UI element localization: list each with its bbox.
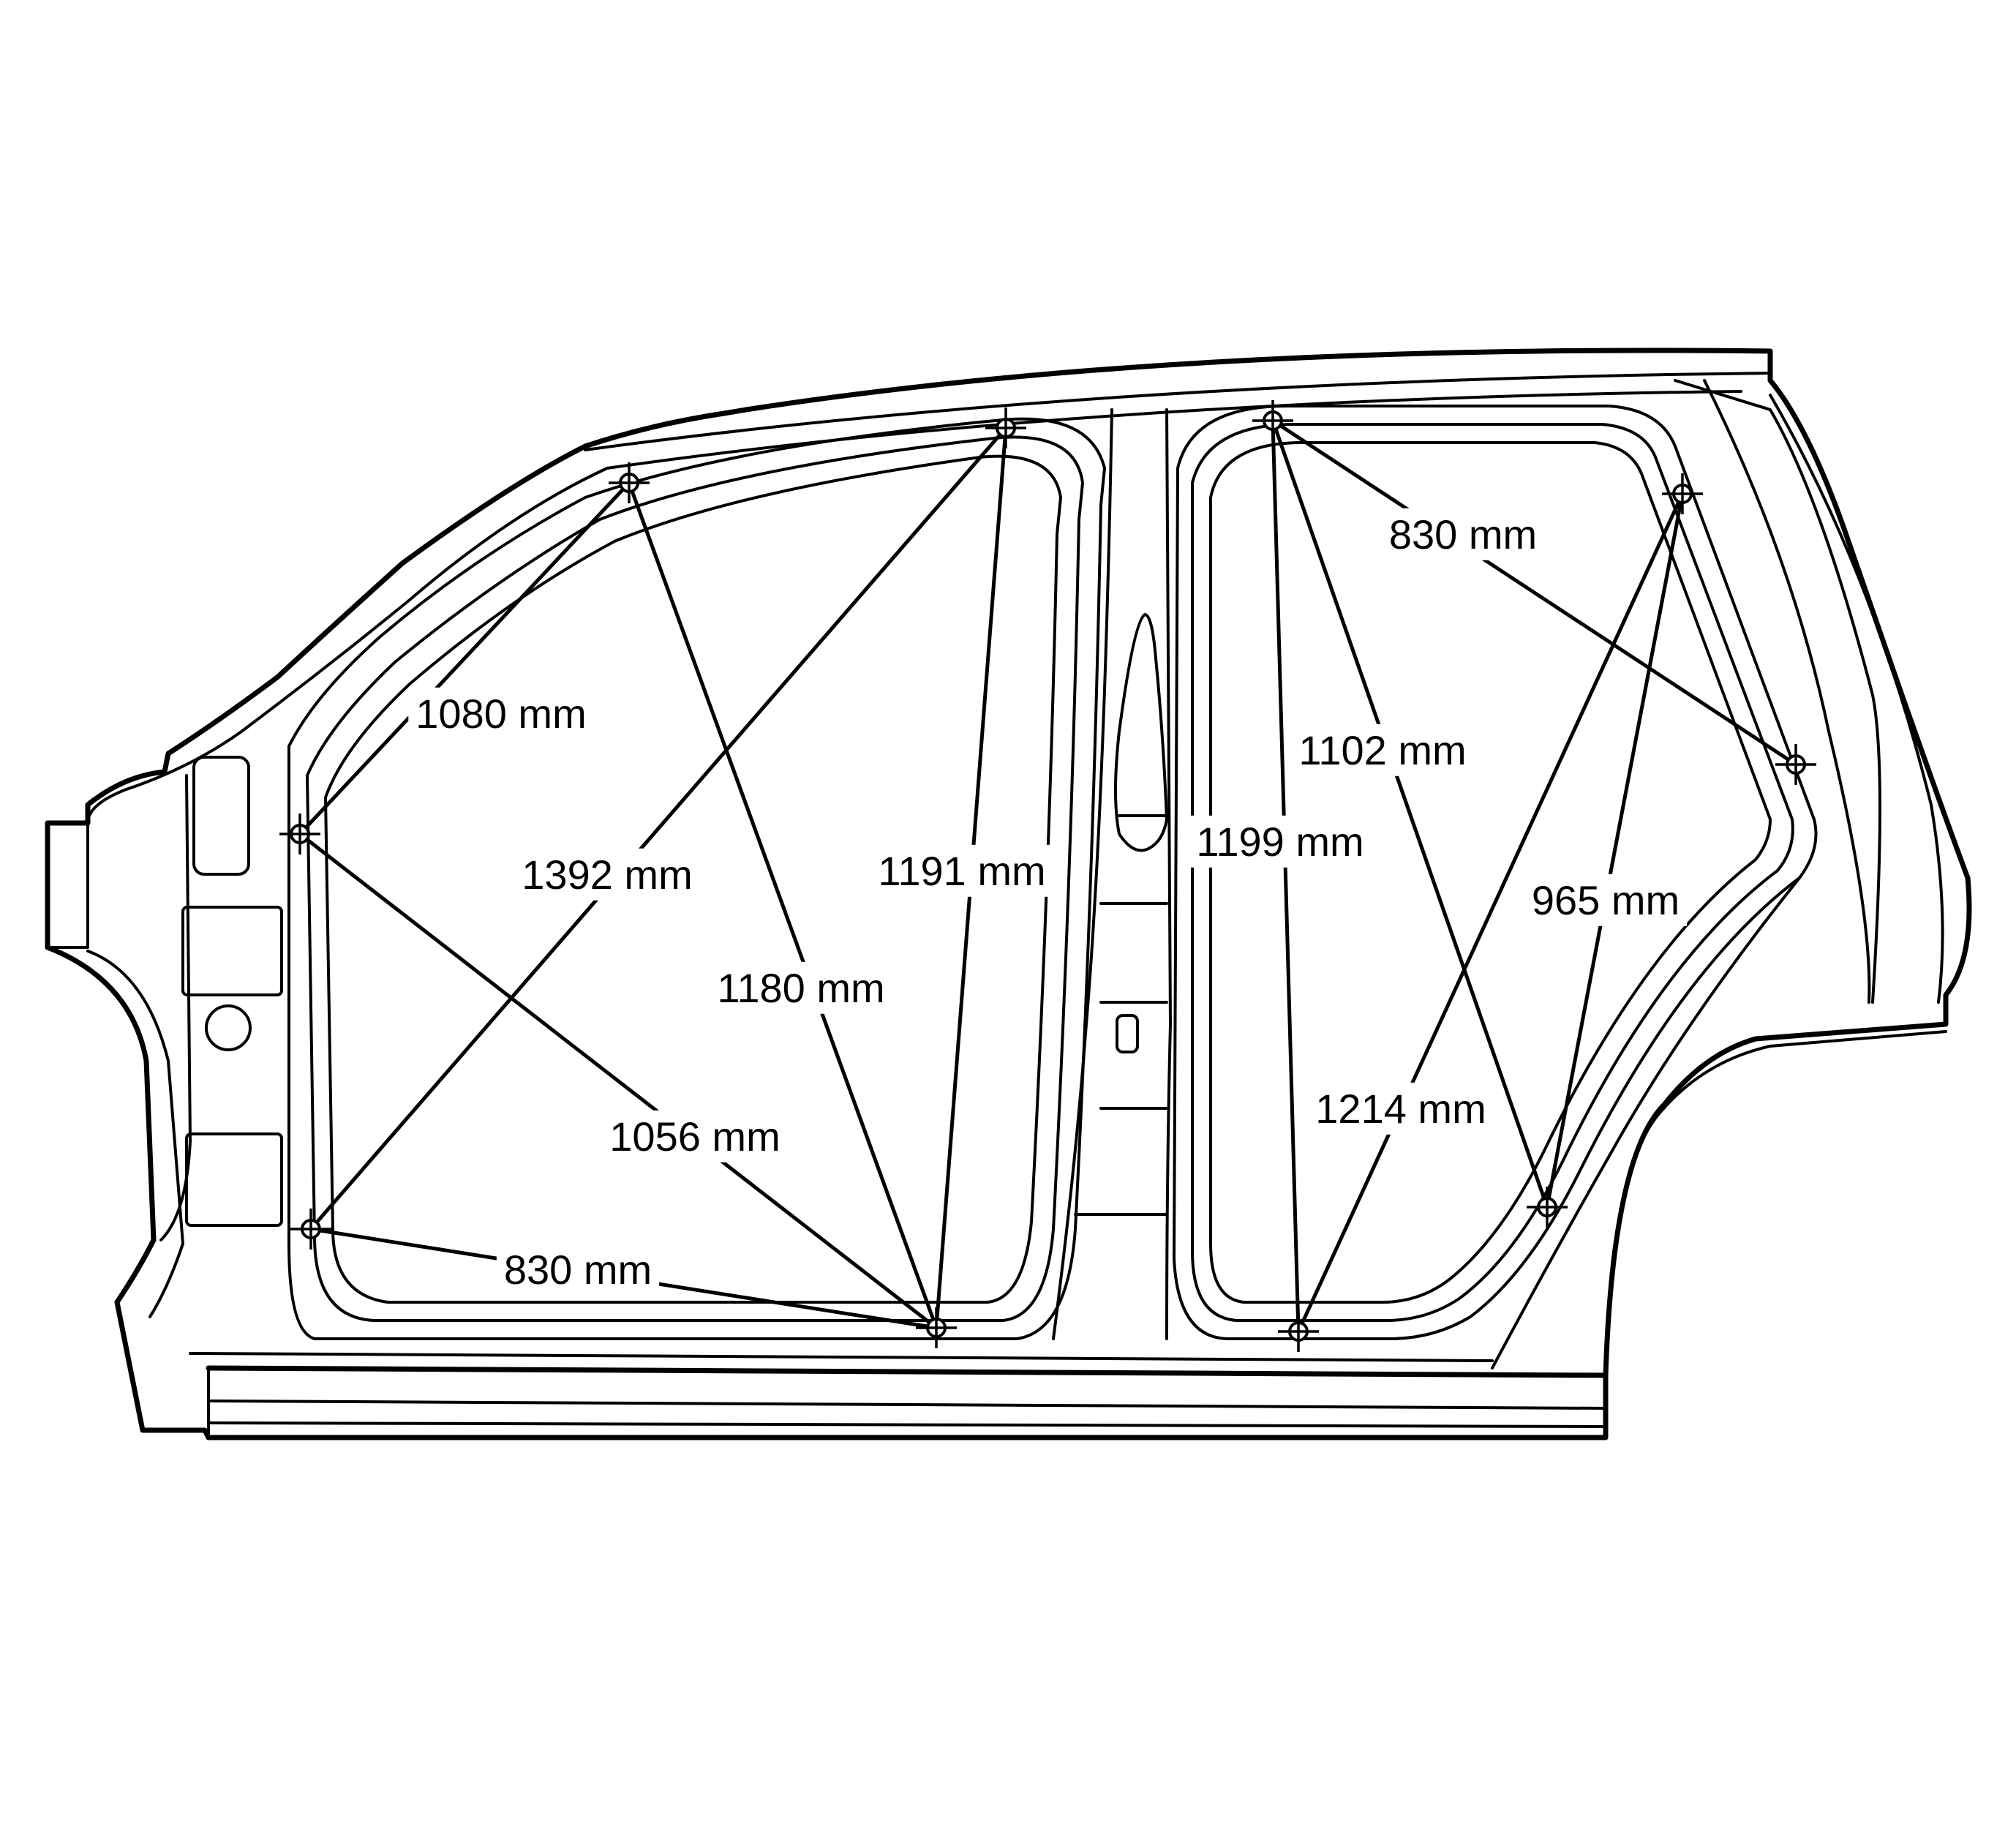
dimension-label-background <box>1291 724 1474 776</box>
front-fender-edge <box>86 950 184 1318</box>
front-edge-step <box>46 822 89 949</box>
dimension-line-rear-diag-long <box>1271 418 1549 1209</box>
dimension-label-rear-c-diag: 965 mm <box>1532 877 1680 923</box>
rocker-line-2 <box>207 1421 1607 1428</box>
dimension-label-rear-b-vertical: 1199 mm <box>1196 819 1364 865</box>
b-pillar-latch-slot <box>1116 1014 1139 1053</box>
sill-line <box>189 1352 1494 1362</box>
measurement-point-rear-c-pillar-lower <box>1527 1187 1568 1228</box>
b-pillar-front-edge <box>1052 408 1113 1340</box>
dimension-label-group-front-diag-long: 1392 mm <box>514 848 700 901</box>
dimension-lines <box>298 418 1798 1334</box>
dimension-label-front-b-vertical: 1191 mm <box>878 848 1045 894</box>
dimension-label-front-diag-long: 1392 mm <box>522 852 692 898</box>
hinge-pillar-slot-top <box>192 756 250 876</box>
dimension-line-front-diag-long <box>309 426 1008 1231</box>
dimension-label-front-diag-lower: 1056 mm <box>609 1113 780 1160</box>
dimension-label-background <box>496 1243 660 1296</box>
dimension-label-background <box>514 848 700 901</box>
front-hinge-pillar <box>159 774 192 1241</box>
dimension-label-group-front-diag-lower: 1056 mm <box>602 1110 788 1162</box>
rear-quarter-edge <box>1491 876 1801 1370</box>
rocker-top <box>206 1365 1609 1378</box>
dimension-label-rear-upper: 830 mm <box>1389 511 1537 557</box>
dimension-line-front-diag-upper <box>298 481 631 836</box>
dimension-line-front-diag-cross <box>627 481 939 1330</box>
rear-door-opening-seal <box>1209 441 1772 1304</box>
dimension-label-group-front-b-vertical: 1191 mm <box>870 844 1053 897</box>
dimension-line-front-diag-lower <box>298 832 939 1330</box>
b-pillar-slot <box>1114 613 1168 852</box>
dimension-label-background <box>1381 508 1545 560</box>
dimension-line-rear-b-vertical <box>1271 418 1301 1334</box>
dimension-label-background <box>710 961 892 1014</box>
hinge-pillar-plate-1 <box>181 906 283 996</box>
dimension-label-front-diag-upper: 1080 mm <box>415 691 586 737</box>
dimension-label-background <box>870 844 1053 897</box>
dimension-labels: 1080 mm 1392 mm 1191 mm 1180 mm 1056 mm 830 m… <box>408 508 1688 1296</box>
dimension-label-background <box>1524 873 1688 926</box>
measurement-point-rear-b-pillar-top <box>1252 400 1293 441</box>
dimension-label-background <box>1189 815 1372 868</box>
rear-wheel-arch <box>1604 1030 1947 1377</box>
c-pillar-line-inner <box>1703 379 1871 1004</box>
front-door-opening-seal <box>324 454 1062 1304</box>
front-door-opening-outer <box>287 417 1106 1340</box>
measurement-point-front-hinge-upper <box>279 814 320 854</box>
measurement-point-rear-c-pillar-top <box>1662 473 1703 514</box>
c-pillar-line-outer <box>1674 379 1881 1004</box>
dimension-label-group-rear-b-vertical: 1199 mm <box>1189 815 1372 868</box>
dimension-label-group-rear-diag-cross: 1214 mm <box>1308 1082 1494 1135</box>
roof-rail-line-inner <box>606 390 1742 470</box>
dimension-label-group-rear-diag-long: 1102 mm <box>1291 724 1474 776</box>
rear-door-opening-outer <box>1173 405 1818 1340</box>
dimension-line-rear-upper <box>1271 418 1798 767</box>
measurement-points <box>279 400 1816 1352</box>
c-pillar-line-3 <box>1769 394 1944 1004</box>
measurement-point-front-hinge-lower <box>290 1209 331 1250</box>
dimension-label-rear-diag-long: 1102 mm <box>1298 727 1466 773</box>
dimension-label-background <box>1308 1082 1494 1135</box>
rocker-line-1 <box>207 1399 1607 1410</box>
hinge-pillar-hole <box>205 1004 252 1051</box>
b-pillar-rear-edge <box>1165 408 1172 1340</box>
dimension-label-front-sill: 830 mm <box>504 1247 652 1293</box>
dimension-label-group-front-sill: 830 mm <box>496 1243 660 1296</box>
dimension-label-group-rear-c-diag: 965 mm <box>1524 873 1688 926</box>
dimension-label-background <box>408 687 594 740</box>
measurement-point-front-a-pillar-top <box>609 462 650 503</box>
dimension-label-rear-diag-cross: 1214 mm <box>1315 1086 1486 1132</box>
windshield-edge <box>86 467 609 824</box>
measurement-point-rear-c-pillar-mid <box>1775 744 1816 785</box>
dimension-label-group-rear-upper: 830 mm <box>1381 508 1545 560</box>
dimension-label-front-diag-cross: 1180 mm <box>717 965 884 1011</box>
dimension-label-group-front-diag-upper: 1080 mm <box>408 687 594 740</box>
rear-door-opening-inner <box>1191 423 1794 1322</box>
measurement-point-front-b-pillar-top <box>985 407 1026 448</box>
body-side-panel <box>45 347 1972 1440</box>
hinge-pillar-plate-2 <box>185 1132 283 1227</box>
dimension-line-rear-diag-cross <box>1296 492 1685 1334</box>
dimension-line-rear-c-diag <box>1545 492 1685 1209</box>
measurement-point-front-b-pillar-bottom <box>916 1307 957 1348</box>
front-door-opening-inner <box>306 435 1084 1322</box>
dimension-label-group-front-diag-cross: 1180 mm <box>710 961 892 1014</box>
roof-rail-line <box>584 372 1772 451</box>
dimension-label-background <box>602 1110 788 1162</box>
measurement-point-rear-b-pillar-bottom <box>1278 1311 1319 1352</box>
